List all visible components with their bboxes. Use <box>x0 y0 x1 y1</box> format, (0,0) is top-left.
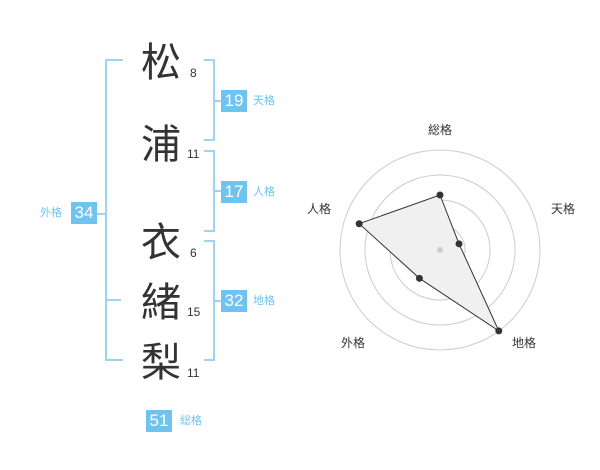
radar-point-3 <box>415 274 423 282</box>
jinkaku-value-badge: 17 <box>221 181 247 203</box>
gaikaku-value-badge: 34 <box>71 202 97 224</box>
radar-center-dot <box>437 247 443 253</box>
radar-label-gaikaku: 外格 <box>341 335 365 350</box>
jinkaku-label: 人格 <box>253 185 275 198</box>
chikaku-value-badge: 32 <box>221 290 247 312</box>
radar-point-4 <box>355 220 363 228</box>
gaikaku-inner-tick <box>107 299 121 301</box>
radar-point-2 <box>495 327 503 335</box>
name-char-3: 衣 <box>141 220 181 266</box>
soukaku-label: 総格 <box>180 414 202 427</box>
jinkaku-bracket-tick <box>213 190 222 192</box>
name-char-4: 緒 <box>141 280 181 326</box>
tenkaku-value-badge: 19 <box>221 90 247 112</box>
stroke-count-4: 15 <box>187 305 201 319</box>
stroke-count-5: 11 <box>187 366 200 380</box>
radar-point-0 <box>436 191 444 199</box>
name-char-1: 松 <box>141 40 181 86</box>
gaikaku-bracket-tick <box>93 213 106 215</box>
radar-points <box>355 191 503 335</box>
soukaku-value-badge: 51 <box>146 410 172 432</box>
radar-ring <box>364 174 516 326</box>
tenkaku-bracket-tick <box>213 100 222 102</box>
stroke-count-2: 11 <box>187 147 200 161</box>
chikaku-label: 地格 <box>253 294 275 307</box>
stroke-count-3: 6 <box>190 246 197 260</box>
radar-label-tenkaku: 天格 <box>551 201 575 216</box>
radar-polygon <box>358 194 500 333</box>
radar-label-chikaku: 地格 <box>512 335 536 350</box>
radar-label-jinkaku: 人格 <box>307 201 331 216</box>
name-char-2: 浦 <box>141 122 181 168</box>
radar-point-1 <box>455 240 463 248</box>
gaikaku-label: 外格 <box>40 206 62 219</box>
name-char-5: 梨 <box>141 340 181 386</box>
gaikaku-bracket <box>105 59 123 361</box>
tenkaku-label: 天格 <box>253 94 275 107</box>
radar-ring <box>339 149 541 351</box>
radar-label-soukaku: 総格 <box>428 122 452 137</box>
chikaku-bracket-tick <box>213 300 222 302</box>
stroke-count-1: 8 <box>190 66 197 80</box>
